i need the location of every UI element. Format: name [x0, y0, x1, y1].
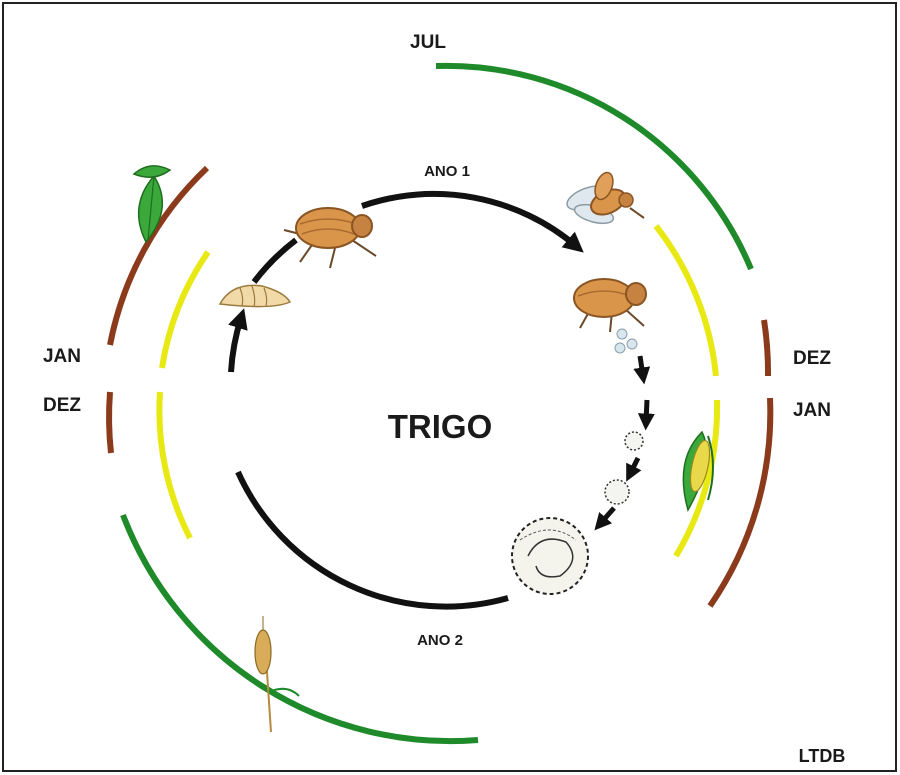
brown-band-left-lower	[109, 392, 111, 453]
egg-laying-beetle-icon	[574, 279, 646, 332]
adult-beetle-icon	[284, 208, 376, 268]
pupa-icon	[220, 285, 290, 307]
green-band-bottom	[123, 515, 478, 741]
month-label-dez-left: DEZ	[43, 395, 81, 416]
arrow-eggs-down	[640, 356, 643, 376]
brown-band-right-upper	[764, 320, 768, 376]
month-label-jul: JUL	[410, 32, 446, 53]
frame-border	[3, 3, 896, 771]
credit-label: LTDB	[799, 746, 846, 766]
yellow-band-left-lower	[159, 392, 190, 538]
cycle-arrow-left	[231, 318, 241, 372]
cycle-arrow-pupa-to-adult	[254, 240, 296, 282]
larva-medium-icon	[605, 480, 629, 504]
arrow-larva2	[630, 458, 638, 474]
year-label-2: ANO 2	[417, 632, 463, 649]
eggs-icon	[615, 329, 637, 353]
flying-beetle-icon	[564, 170, 644, 227]
cycle-arrow-year1	[362, 194, 576, 246]
arrow-larva1	[646, 400, 647, 422]
month-label-jan-right: JAN	[793, 400, 831, 421]
larva-small-icon	[625, 432, 643, 450]
wheat-ear-icon	[255, 616, 299, 732]
green-band-top	[436, 66, 751, 269]
yellow-band-left	[162, 252, 208, 368]
yellow-band-right-upper	[656, 226, 716, 376]
year-label-1: ANO 1	[424, 163, 470, 180]
arrow-larva3	[600, 508, 614, 524]
month-label-jan-left: JAN	[43, 346, 81, 367]
soybean-leaf-icon	[134, 166, 170, 242]
center-label-trigo: TRIGO	[388, 408, 493, 445]
month-label-dez-right: DEZ	[793, 348, 831, 369]
cycle-arrow-year2	[238, 472, 508, 607]
larva-large-icon	[512, 518, 588, 594]
